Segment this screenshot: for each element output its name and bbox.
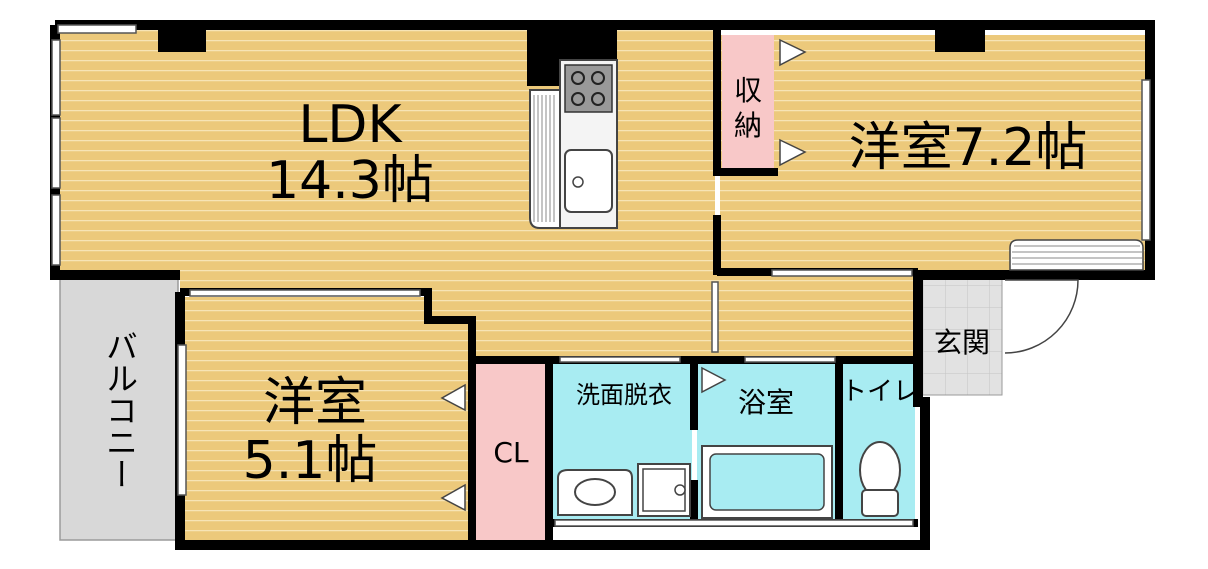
kitchen-counter	[529, 59, 618, 229]
storage-label-2: 納	[734, 109, 762, 142]
toilet-label: トイレ	[841, 377, 919, 407]
pillars	[158, 28, 985, 86]
closet-floor	[475, 362, 547, 540]
windows	[51, 24, 1151, 527]
toilet-icon	[859, 441, 901, 517]
corridor-floor	[715, 272, 920, 360]
washroom-label: 洗面脱衣	[576, 381, 672, 409]
stove-icon	[564, 64, 613, 113]
entrance-door	[1004, 279, 1079, 354]
western-51-size-label: 5.1帖	[243, 431, 378, 491]
sink-icon	[564, 149, 613, 213]
storage-floor	[722, 35, 774, 170]
entrance-label: 玄関	[934, 326, 990, 359]
western-72-label: 洋室7.2帖	[849, 118, 1088, 178]
washer-pan-icon	[637, 463, 691, 517]
window-bench	[1009, 239, 1144, 271]
storage-label-1: 収	[734, 74, 762, 107]
closet-door-icons	[440, 38, 807, 512]
washbasin-icon	[557, 469, 633, 516]
balcony-label: バルコニー	[101, 330, 139, 490]
western-51-label: 洋室	[263, 373, 367, 433]
bathtub-icon	[701, 445, 833, 519]
closet-label: CL	[493, 436, 529, 469]
ldk-size-label: 14.3帖	[266, 151, 434, 211]
western-51-floor	[185, 297, 470, 540]
ldk-label: LDK	[298, 95, 403, 155]
bathroom-label: 浴室	[738, 386, 794, 419]
